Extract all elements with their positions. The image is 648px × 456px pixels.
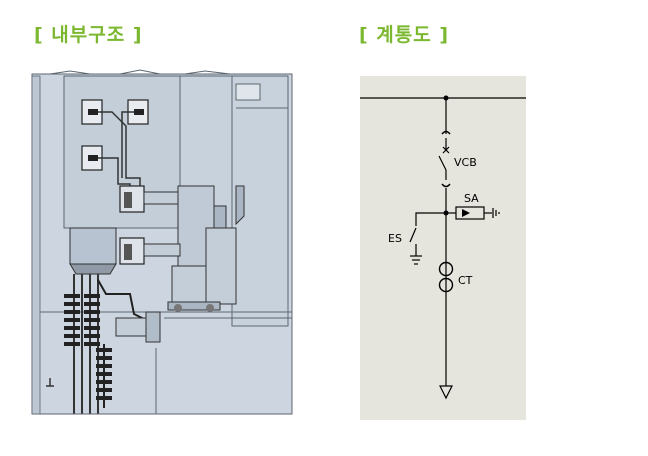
vcb-lower-spout [124,244,132,260]
left-side-plate [31,75,41,415]
es-label: ES [388,232,402,245]
internal-structure-heading: [ 내부구조 ] [34,24,143,46]
sa-arrow [462,209,470,217]
cable-compartment-top [69,227,117,265]
ct-coil-2 [438,277,454,293]
busbar-bar-1 [88,109,98,115]
vcb-blade [438,155,447,171]
vcb-upper-spout [124,192,132,208]
indicator-window [235,83,261,101]
switchgear-cabinet-illustration [30,68,296,416]
vcb-cross-2 [442,146,450,154]
vcb-label: VCB [454,156,477,169]
vcb-upper-plug [441,130,451,135]
busbar-bar-2 [134,109,144,115]
vcb-lower-plug [441,183,451,188]
vcb-upper-arm [143,191,181,205]
cabinet-drawing [31,69,293,415]
vcb-handle [235,185,245,226]
surge-arrester [96,344,112,408]
sld-background [360,76,526,420]
sld-drawing: VCB SA ES CT [360,76,526,420]
sa-lead [97,279,155,325]
truck-wheel-2 [206,304,214,312]
sa-label: SA [464,192,479,205]
es-blade [409,227,417,243]
cabinet-top-edge [32,69,292,75]
ct-label: CT [458,274,473,287]
busbar-link-1 [98,111,141,192]
es-lead [415,212,446,226]
insulator-2 [84,294,100,346]
truck-rail [167,301,221,311]
insulator-1 [64,294,80,346]
truck-wheel-1 [174,304,182,312]
busbar-bar-3 [88,155,98,161]
ct-coil-1 [438,261,454,277]
single-line-diagram: VCB SA ES CT [360,76,526,420]
ct-housing [69,263,117,275]
mechanism-box [205,227,237,305]
single-line-diagram-heading: [ 계통도 ] [359,24,450,46]
earthing-switch-body [145,311,161,343]
vcb-lower-arm [143,243,181,257]
busbar-link-2 [121,111,134,178]
